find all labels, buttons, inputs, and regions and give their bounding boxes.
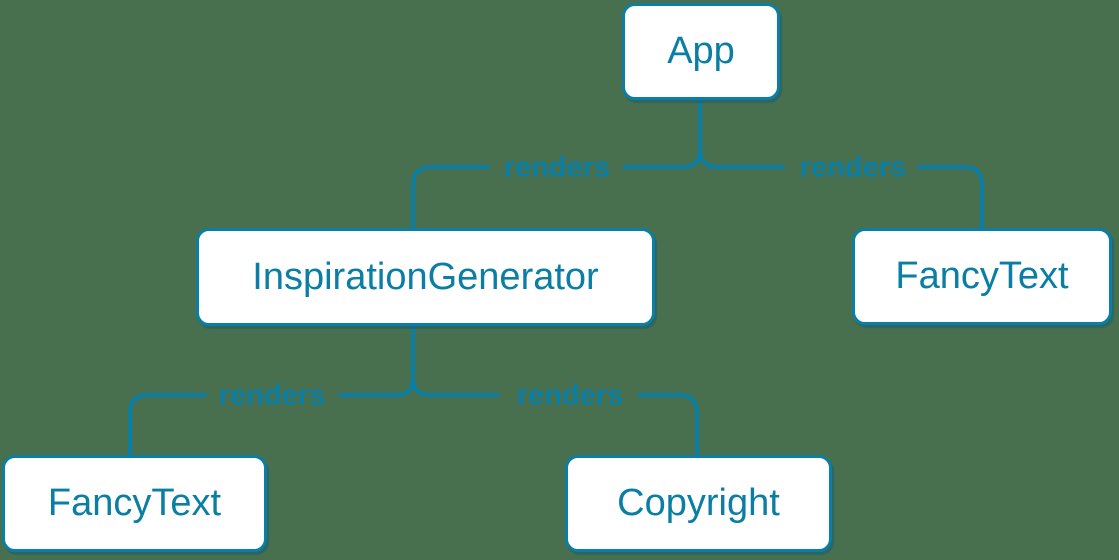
node-fancy-text-top: FancyText [852, 228, 1112, 325]
edge-inspirationgenerator-fancytext-segment [128, 393, 207, 459]
node-inspiration-generator-label: InspirationGenerator [252, 255, 599, 298]
node-app: App [622, 3, 780, 100]
edge-inspirationgenerator-fancytext-segment [338, 325, 415, 397]
node-fancy-text-bottom: FancyText [2, 455, 267, 552]
edge-inspirationgenerator-copyright-segment [411, 325, 500, 397]
edge-label-renders-app-inspirationgenerator: renders [503, 151, 611, 184]
node-inspiration-generator: InspirationGenerator [196, 228, 655, 326]
node-copyright-label: Copyright [617, 482, 780, 524]
edge-app-fancytext-segment [698, 100, 785, 169]
edge-app-inspirationgenerator-segment [411, 165, 490, 232]
node-fancy-text-top-label: FancyText [895, 255, 1069, 297]
edge-label-renders-inspirationgenerator-fancytext: renders [218, 379, 326, 412]
edge-inspirationgenerator-copyright-segment [638, 393, 699, 459]
edge-app-inspirationgenerator-segment [623, 100, 702, 169]
edge-label-renders-inspirationgenerator-copyright: renders [516, 379, 624, 412]
edge-app-fancytext-segment [917, 165, 984, 232]
node-fancy-text-bottom-label: FancyText [47, 482, 222, 524]
node-copyright: Copyright [565, 455, 832, 552]
edge-label-renders-app-fancytext: renders [799, 151, 907, 184]
node-app-label: App [667, 30, 735, 72]
